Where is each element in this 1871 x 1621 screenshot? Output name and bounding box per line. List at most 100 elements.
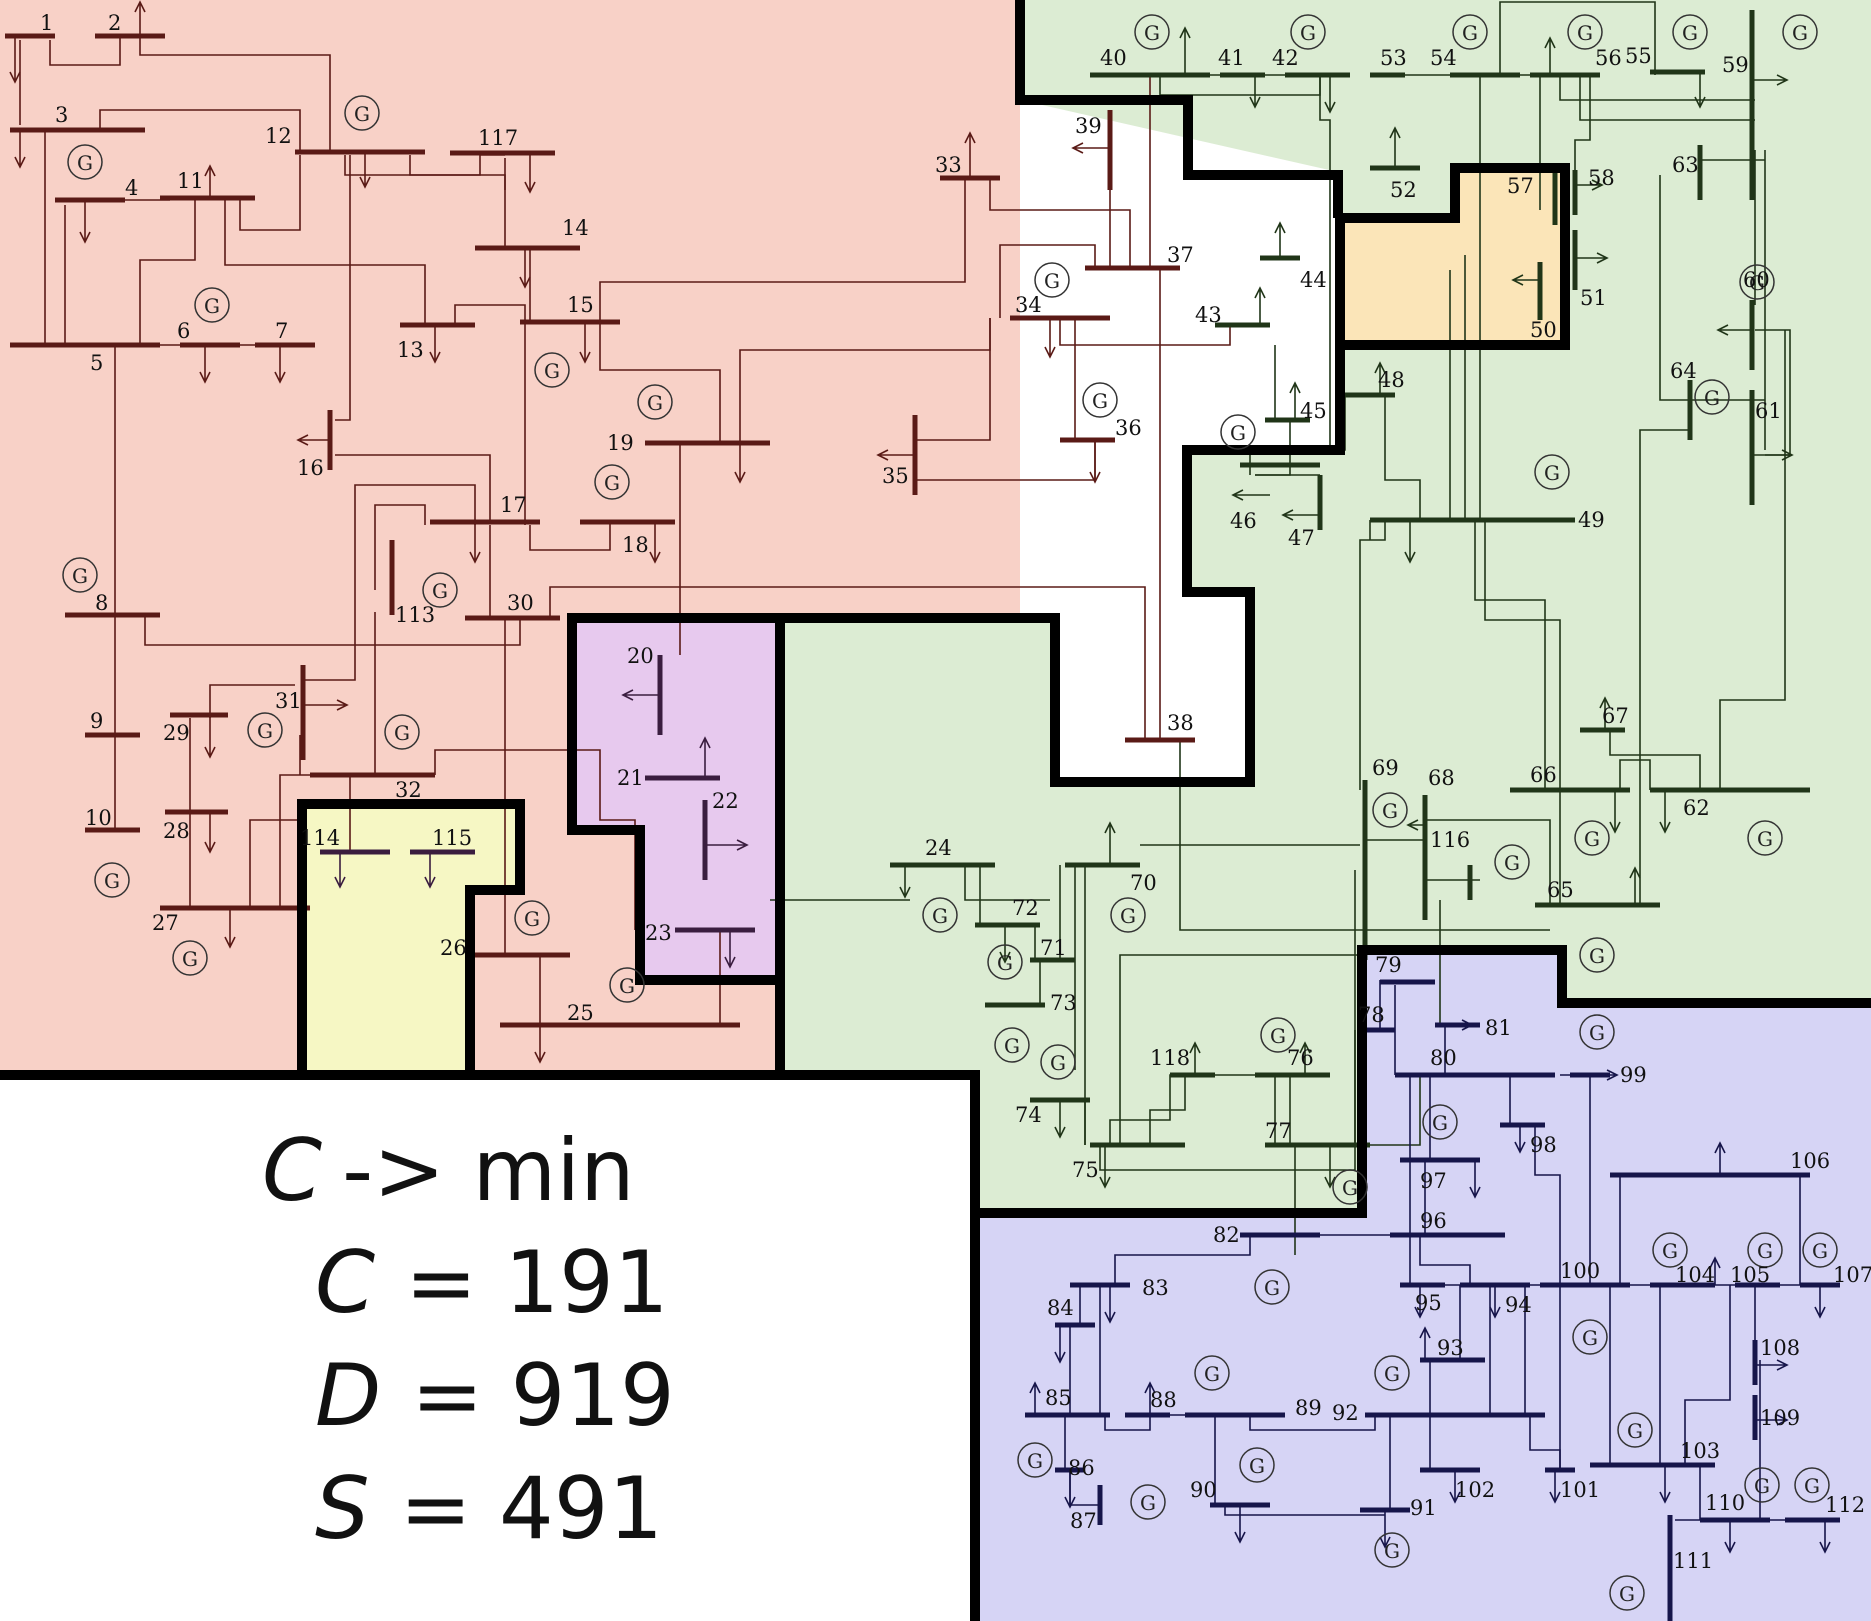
generator-icon: G: [994, 1027, 1030, 1063]
generator-circle: [1134, 14, 1170, 50]
bus-label-48: 48: [1378, 368, 1405, 392]
objective-op: -> min: [342, 1121, 635, 1221]
generator-circle: [172, 940, 208, 976]
bus-label-41: 41: [1218, 46, 1245, 70]
generator-icon: G: [1609, 1575, 1645, 1611]
line-1-2: [49, 38, 121, 66]
bus-label-61: 61: [1755, 399, 1782, 423]
generator-circle: [514, 900, 550, 936]
generator-circle: [1374, 1355, 1410, 1391]
generator-label: G: [1582, 1326, 1598, 1350]
generator-label: G: [182, 947, 198, 971]
bus-label-20: 20: [627, 644, 654, 668]
line-49-62: [1474, 520, 1546, 790]
bus-label-4: 4: [125, 176, 138, 200]
generator-icon: G: [594, 464, 630, 500]
bus-label-58: 58: [1588, 166, 1615, 190]
generator-label: G: [1462, 21, 1478, 45]
bus-label-49: 49: [1578, 508, 1605, 532]
bus-label-100: 100: [1560, 1259, 1600, 1283]
generator-label: G: [619, 974, 635, 998]
line-55-59: [1559, 75, 1755, 101]
generator-label: G: [1204, 1362, 1220, 1386]
bus-label-40: 40: [1100, 46, 1127, 70]
generator-icon: G: [1374, 1532, 1410, 1568]
generator-circle: [344, 95, 380, 131]
bus-label-37: 37: [1167, 243, 1194, 267]
line-103-105: [1684, 1285, 1731, 1465]
bus-label-109: 109: [1760, 1406, 1800, 1430]
generator-label: G: [204, 294, 220, 318]
generator-icon: G: [1374, 1355, 1410, 1391]
generator-label: G: [1757, 1239, 1773, 1263]
objective-var: C: [262, 1121, 322, 1221]
line-11-12: [239, 155, 301, 231]
line-42-49: [1319, 75, 1331, 450]
generator-circle: [1040, 1044, 1076, 1080]
line-90-91: [1224, 1505, 1385, 1516]
line-63-64: [1659, 175, 1690, 401]
bus-label-19: 19: [607, 431, 634, 455]
bus-label-95: 95: [1415, 1291, 1442, 1315]
line-75-77: [1109, 1074, 1276, 1145]
bus-label-74: 74: [1015, 1103, 1042, 1127]
bus-label-53: 53: [1380, 46, 1407, 70]
line-11-13: [224, 200, 426, 325]
generator-label: G: [1589, 1021, 1605, 1045]
bus-label-31: 31: [275, 689, 302, 713]
bus-label-16: 16: [297, 456, 324, 480]
boundary-white-top: [0, 1070, 980, 1621]
generator-icon: G: [1652, 1232, 1688, 1268]
generator-icon: G: [344, 95, 380, 131]
generator-circle: [987, 944, 1023, 980]
generator-label: G: [1140, 1491, 1156, 1515]
bus-label-104: 104: [1675, 1263, 1715, 1287]
generator-label: G: [1384, 1362, 1400, 1386]
generator-label: G: [604, 471, 620, 495]
generator-label: G: [1432, 1111, 1448, 1135]
generator-icon: G: [1802, 1232, 1838, 1268]
bus-label-101: 101: [1560, 1478, 1600, 1502]
line-35-34: [915, 318, 991, 441]
metric-line-d: D= 919: [315, 1346, 675, 1446]
line-38-65: [1179, 740, 1550, 931]
generator-icon: G: [1239, 1447, 1275, 1483]
generator-circle: [67, 144, 103, 180]
bus-label-66: 66: [1530, 763, 1557, 787]
bus-label-42: 42: [1272, 46, 1299, 70]
generator-icon: G: [67, 144, 103, 180]
line-56-58: [1574, 75, 1591, 195]
generator-circle: [384, 714, 420, 750]
generator-circle: [1794, 1467, 1830, 1503]
generator-icon: G: [1567, 14, 1603, 50]
line-75-118: [1149, 1075, 1186, 1145]
bus-label-88: 88: [1150, 1388, 1177, 1412]
bus-label-57: 57: [1507, 174, 1534, 198]
generator-icon: G: [987, 944, 1023, 980]
bus-label-63: 63: [1672, 153, 1699, 177]
generator-icon: G: [1747, 1232, 1783, 1268]
bus-label-3: 3: [55, 103, 68, 127]
metric-d-value: = 919: [411, 1346, 675, 1446]
generator-icon: G: [1134, 14, 1170, 50]
generator-circle: [1694, 379, 1730, 415]
bus-label-103: 103: [1680, 1439, 1720, 1463]
bus-label-39: 39: [1075, 114, 1102, 138]
bus-label-71: 71: [1040, 936, 1067, 960]
generator-circle: [1254, 1269, 1290, 1305]
generator-icon: G: [1130, 1484, 1166, 1520]
bus-label-28: 28: [163, 819, 190, 843]
bus-label-10: 10: [85, 806, 112, 830]
generator-icon: G: [1290, 14, 1326, 50]
generator-circle: [1782, 14, 1818, 50]
generator-circle: [1260, 1017, 1296, 1053]
generator-icon: G: [1534, 454, 1570, 490]
generator-circle: [1747, 1232, 1783, 1268]
line-5-11: [139, 200, 196, 345]
bus-label-23: 23: [645, 921, 672, 945]
line-82-83: [1114, 1235, 1251, 1285]
bus-label-115: 115: [432, 826, 472, 850]
line-2-12: [139, 38, 331, 150]
